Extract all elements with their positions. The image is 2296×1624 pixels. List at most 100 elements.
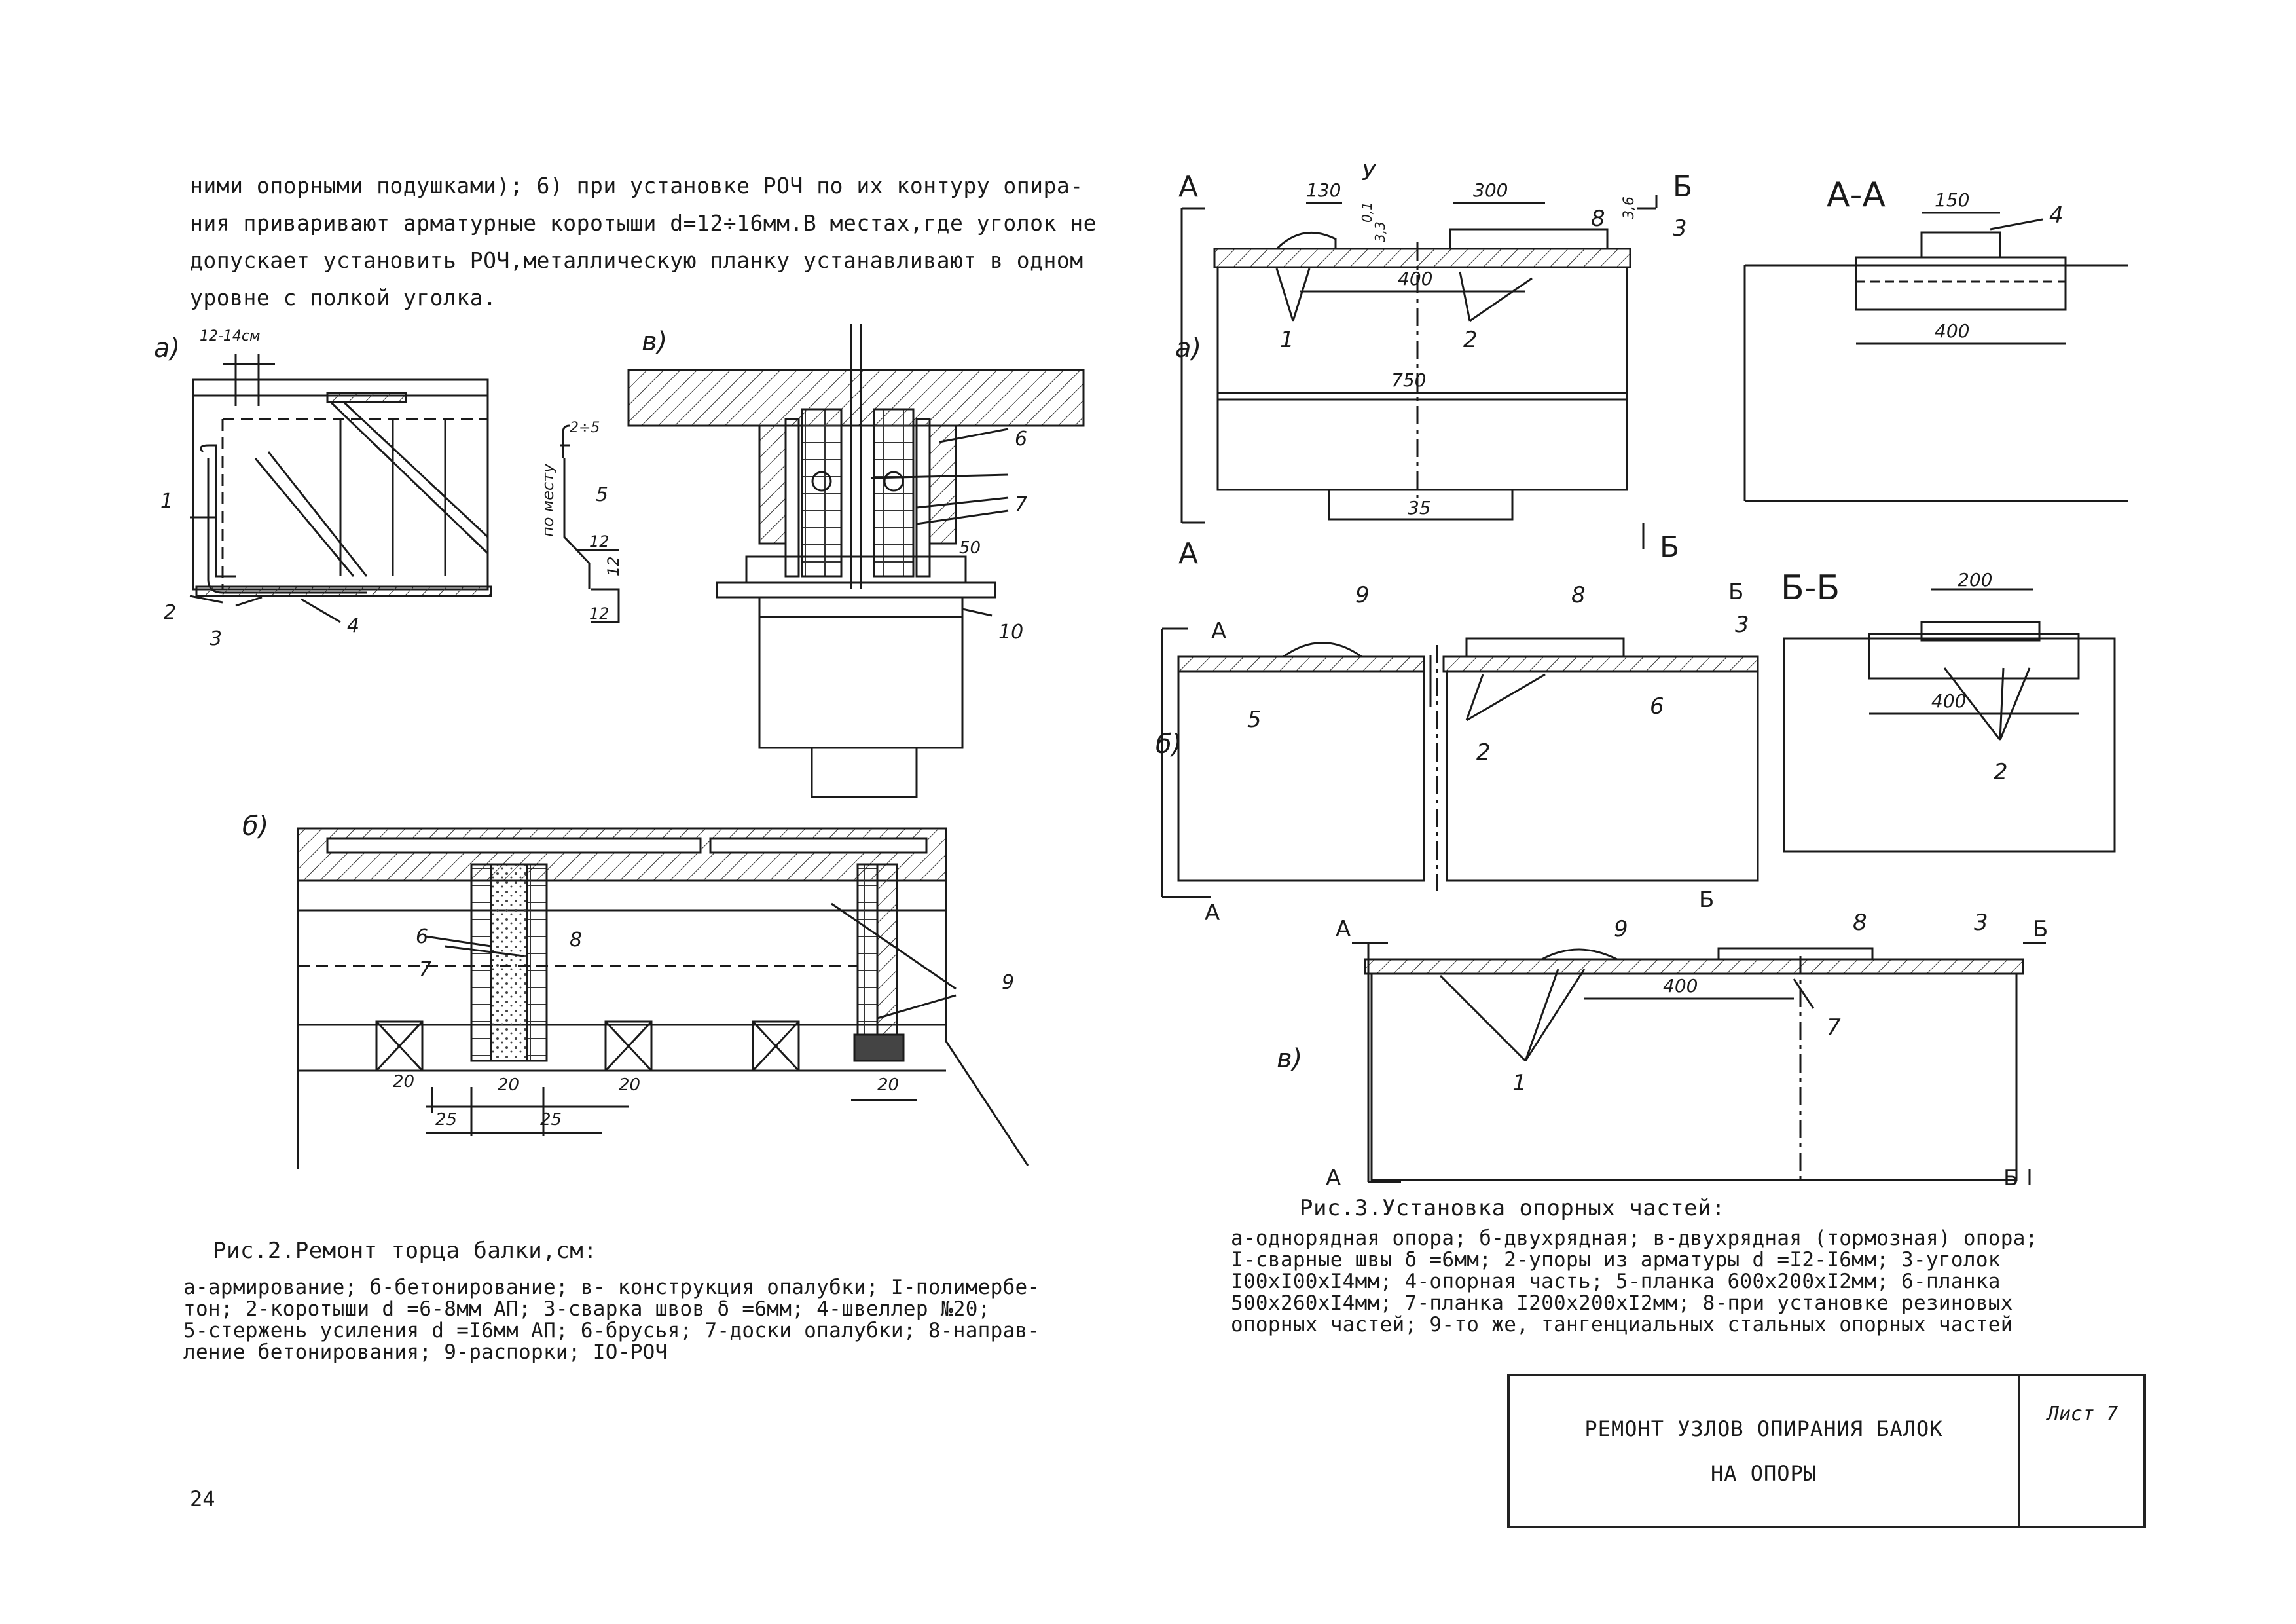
fig2-a-callout-4: 4 <box>347 614 359 637</box>
fig3-v-callout-1: 1 <box>1512 1070 1527 1096</box>
fig2-b-callout-7: 7 <box>419 958 431 981</box>
fig2-b-dim-25b: 25 <box>540 1110 562 1130</box>
fig3-v-section-B-bottom: Б <box>2003 1165 2018 1191</box>
fig2-v-callout-7: 7 <box>1015 493 1027 516</box>
fig3-AA-dim-400: 400 <box>1935 320 1969 342</box>
fig3-v-callout-3: 3 <box>1974 910 1988 936</box>
fig3-v-section-A-bottom: А <box>1326 1165 1341 1191</box>
caption-line: опорных частей; 9-то же, тангенциальных … <box>1231 1313 2013 1337</box>
intro-paragraph: ними опорными подушками); 6) при установ… <box>190 167 1097 316</box>
fig3-section-AA-title: А-А <box>1827 175 1886 215</box>
fig3-b-section-A-bottom: А <box>1205 900 1220 926</box>
fig3-v-callout-9: 9 <box>1614 916 1628 942</box>
fig3-v-label: в) <box>1277 1044 1302 1074</box>
fig3-a-dim-400: 400 <box>1398 268 1432 289</box>
fig3-b-double-row <box>1161 588 2116 898</box>
fig2-b-dim-20d: 20 <box>877 1075 899 1095</box>
fig2-b-callout-6: 6 <box>416 925 428 948</box>
fig3-a-section-A-top: А <box>1178 170 1198 204</box>
fig2-b-callout-8: 8 <box>570 929 582 951</box>
caption-line: тон; 2-коротыши d =6-8мм АП; 3-сварка шв… <box>183 1297 991 1321</box>
fig2-a-callout-3: 3 <box>210 627 222 650</box>
fig3-b-section-B-top: Б <box>1728 579 1743 605</box>
fig3-a-dim-01: 0,1 <box>1359 202 1375 223</box>
fig2-b-dim-20c: 20 <box>619 1075 640 1095</box>
fig2-a-callout-5: 5 <box>596 483 608 506</box>
fig2-a-reinforcement <box>189 354 492 623</box>
fig3-AA-dim-150: 150 <box>1935 189 1969 211</box>
fig3-b-callout-3: 3 <box>1735 612 1749 638</box>
fig3-b-label: б) <box>1156 729 1182 760</box>
fig2-a-callout-1: 1 <box>160 490 173 513</box>
fig2-caption-body: а-армирование; б-бетонирование; в- конст… <box>183 1277 1040 1363</box>
fig3-a-single-row <box>1180 195 1658 549</box>
fig3-a-dim-130: 130 <box>1306 179 1341 201</box>
fig3-v-callout-7: 7 <box>1827 1014 1841 1041</box>
fig2-v-dim-50: 50 <box>959 538 981 558</box>
caption-line: а-однорядная опора; б-двухрядная; в-двух… <box>1231 1227 2038 1250</box>
caption-line: I00xI00xI4мм; 4-опорная часть; 5-планка … <box>1231 1270 2001 1293</box>
fig3-b-section-A-top: А <box>1211 618 1226 644</box>
fig2-a-dim-12a: 12 <box>589 532 610 551</box>
caption-line: 500x260xI4мм; 7-планка I200x200xI2мм; 8-… <box>1231 1291 2013 1315</box>
fig3-v-section-B-top: Б <box>2033 916 2048 942</box>
fig3-a-dim-36: 3,6 <box>1621 196 1637 219</box>
caption-line: ление бетонирования; 9-распорки; IO-РОЧ <box>183 1340 668 1364</box>
fig3-a-section-A-bottom: А <box>1178 537 1198 570</box>
fig3-a-callout-3: 3 <box>1673 215 1687 242</box>
fig3-a-dim-300: 300 <box>1473 179 1508 201</box>
fig3-a-dim-35: 35 <box>1408 497 1431 519</box>
fig2-b-callout-9: 9 <box>1002 971 1014 994</box>
fig2-b-dim-20a: 20 <box>393 1072 414 1092</box>
fig3-BB-callout-2: 2 <box>1994 759 2008 785</box>
fig3-v-section-A-top: А <box>1336 916 1351 942</box>
fig3-b-section-B-bottom: Б <box>1699 887 1714 913</box>
fig2-b-dim-20b: 20 <box>498 1075 519 1095</box>
fig3-a-section-B-bottom: Б <box>1660 530 1679 564</box>
fig3-v-callout-8: 8 <box>1853 910 1867 936</box>
fig3-a-callout-U: У <box>1362 160 1377 186</box>
fig2-a-dim-12-14: 12-14см <box>200 328 261 344</box>
caption-line: I-сварные швы δ =6мм; 2-упоры из арматур… <box>1231 1248 2001 1272</box>
title-block-line: НА ОПОРЫ <box>1710 1461 1817 1486</box>
fig3-a-dim-33: 3,3 <box>1372 221 1388 242</box>
fig3-section-BB-title: Б-Б <box>1781 568 1840 608</box>
fig2-b-concreting <box>297 827 1029 1169</box>
fig2-v-label: в) <box>642 327 667 357</box>
caption-line: а-армирование; б-бетонирование; в- конст… <box>183 1276 1040 1299</box>
title-block: РЕМОНТ УЗЛОВ ОПИРАНИЯ БАЛОК НА ОПОРЫ Лис… <box>1507 1374 2146 1528</box>
fig3-a-section-B-top: Б <box>1673 170 1692 204</box>
fig3-a-label: а) <box>1175 333 1201 363</box>
fig3-BB-dim-400: 400 <box>1931 690 1966 712</box>
fig2-a-dim-12c: 12 <box>589 604 610 623</box>
fig3-v-braking <box>1352 942 2046 1185</box>
fig3-b-callout-5: 5 <box>1247 707 1262 733</box>
fig3-a-callout-8: 8 <box>1591 206 1605 232</box>
fig3-b-callout-6: 6 <box>1650 693 1664 720</box>
fig3-BB-dim-200: 200 <box>1958 569 1992 591</box>
fig2-a-callout-2: 2 <box>164 601 176 624</box>
fig3-b-callout-9: 9 <box>1355 582 1370 608</box>
paragraph-line: ния приваривают арматурные коротыши d=12… <box>190 210 1097 236</box>
fig2-v-callout-10: 10 <box>998 621 1023 644</box>
fig3-caption-body: а-однорядная опора; б-двухрядная; в-двух… <box>1231 1228 2038 1336</box>
fig3-b-callout-2: 2 <box>1476 739 1491 766</box>
paragraph-line: уровне с полкой уголка. <box>190 285 497 310</box>
fig3-b-callout-8: 8 <box>1571 582 1586 608</box>
fig3-v-dim-400: 400 <box>1663 975 1698 997</box>
fig2-b-label: б) <box>242 811 268 841</box>
fig2-v-formwork <box>627 324 1085 798</box>
fig2-a-dim-12b: 12 <box>604 556 623 576</box>
fig3-a-callout-1: 1 <box>1280 327 1294 353</box>
title-block-line: РЕМОНТ УЗЛОВ ОПИРАНИЯ БАЛОК <box>1584 1416 1943 1441</box>
fig2-v-callout-6: 6 <box>1015 428 1027 451</box>
fig3-a-callout-2: 2 <box>1463 327 1478 353</box>
fig2-caption-title: Рис.2.Ремонт торца балки,см: <box>213 1238 598 1264</box>
fig3-section-AA <box>1743 212 2128 502</box>
fig2-a-dim-2-5: 2÷5 <box>570 420 600 436</box>
fig2-a-on-site: по месту <box>539 463 557 537</box>
title-block-sheet: Лист 7 <box>2047 1403 2119 1426</box>
title-block-title: РЕМОНТ УЗЛОВ ОПИРАНИЯ БАЛОК НА ОПОРЫ <box>1510 1376 2020 1526</box>
paragraph-line: допускает установить РОЧ,металлическую п… <box>190 248 1084 273</box>
